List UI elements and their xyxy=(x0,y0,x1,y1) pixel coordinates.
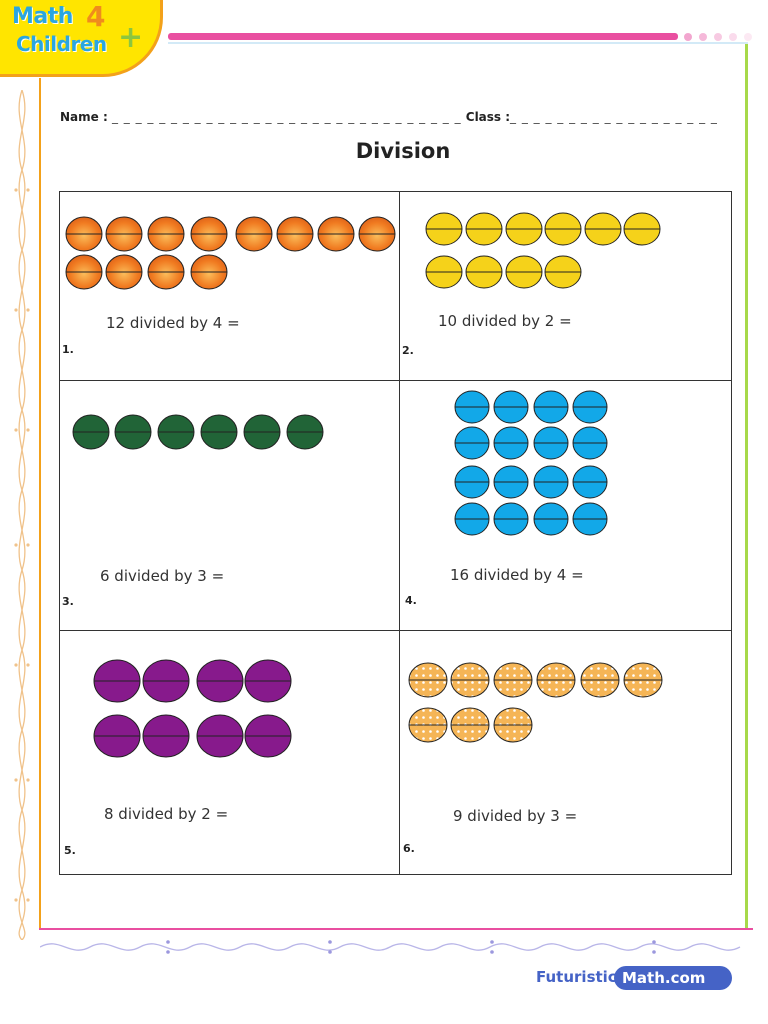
logo-plus: + xyxy=(118,20,144,55)
logo-word-children: Children xyxy=(16,32,107,56)
top-border-thin-line xyxy=(168,42,748,44)
problem-1-number: 1. xyxy=(62,343,74,356)
decor-dot xyxy=(714,33,722,41)
page-title: Division xyxy=(355,139,451,163)
name-blank[interactable]: _ _ _ _ _ _ _ _ _ _ _ _ _ _ _ _ _ _ _ _ … xyxy=(111,110,462,124)
logo-number: 4 xyxy=(86,0,106,33)
math-4-children-logo: Math 4 Children + xyxy=(0,0,168,80)
problem-6-number: 6. xyxy=(403,842,415,855)
right-border-line xyxy=(745,44,748,930)
footer-brand-right: Math.com xyxy=(614,966,732,990)
left-border-line xyxy=(39,78,41,930)
logo-word-math: Math xyxy=(12,4,73,29)
left-ornament-border xyxy=(14,90,30,940)
decor-dot xyxy=(699,33,707,41)
grid-divider-vertical xyxy=(399,191,400,875)
decor-dot xyxy=(744,33,752,41)
problem-4-text: 16 divided by 4 = xyxy=(450,566,584,584)
bottom-border-line xyxy=(39,928,753,930)
class-blank[interactable]: _ _ _ _ _ _ _ _ _ _ _ _ _ _ _ _ _ _ xyxy=(510,110,718,124)
footer-brand: Futuristic Math.com xyxy=(536,966,736,990)
problem-3-text: 6 divided by 3 = xyxy=(100,567,225,585)
problem-3-number: 3. xyxy=(62,595,74,608)
top-border-bar xyxy=(168,33,678,40)
bottom-ornament-border xyxy=(40,940,741,954)
problem-5-text: 8 divided by 2 = xyxy=(104,805,229,823)
name-label: Name : xyxy=(60,110,108,124)
problem-grid xyxy=(59,191,732,875)
footer-brand-left: Futuristic xyxy=(536,968,617,986)
problem-2-text: 10 divided by 2 = xyxy=(438,312,572,330)
problem-5-number: 5. xyxy=(64,844,76,857)
problem-2-number: 2. xyxy=(402,344,414,357)
class-label: Class : xyxy=(465,110,511,124)
name-class-row: Name : _ _ _ _ _ _ _ _ _ _ _ _ _ _ _ _ _… xyxy=(60,110,730,128)
grid-divider-horizontal xyxy=(59,630,732,631)
grid-divider-horizontal xyxy=(59,380,732,381)
decor-dot xyxy=(684,33,692,41)
problem-6-text: 9 divided by 3 = xyxy=(453,807,578,825)
problem-4-number: 4. xyxy=(405,594,417,607)
decor-dot xyxy=(729,33,737,41)
problem-1-text: 12 divided by 4 = xyxy=(106,314,240,332)
